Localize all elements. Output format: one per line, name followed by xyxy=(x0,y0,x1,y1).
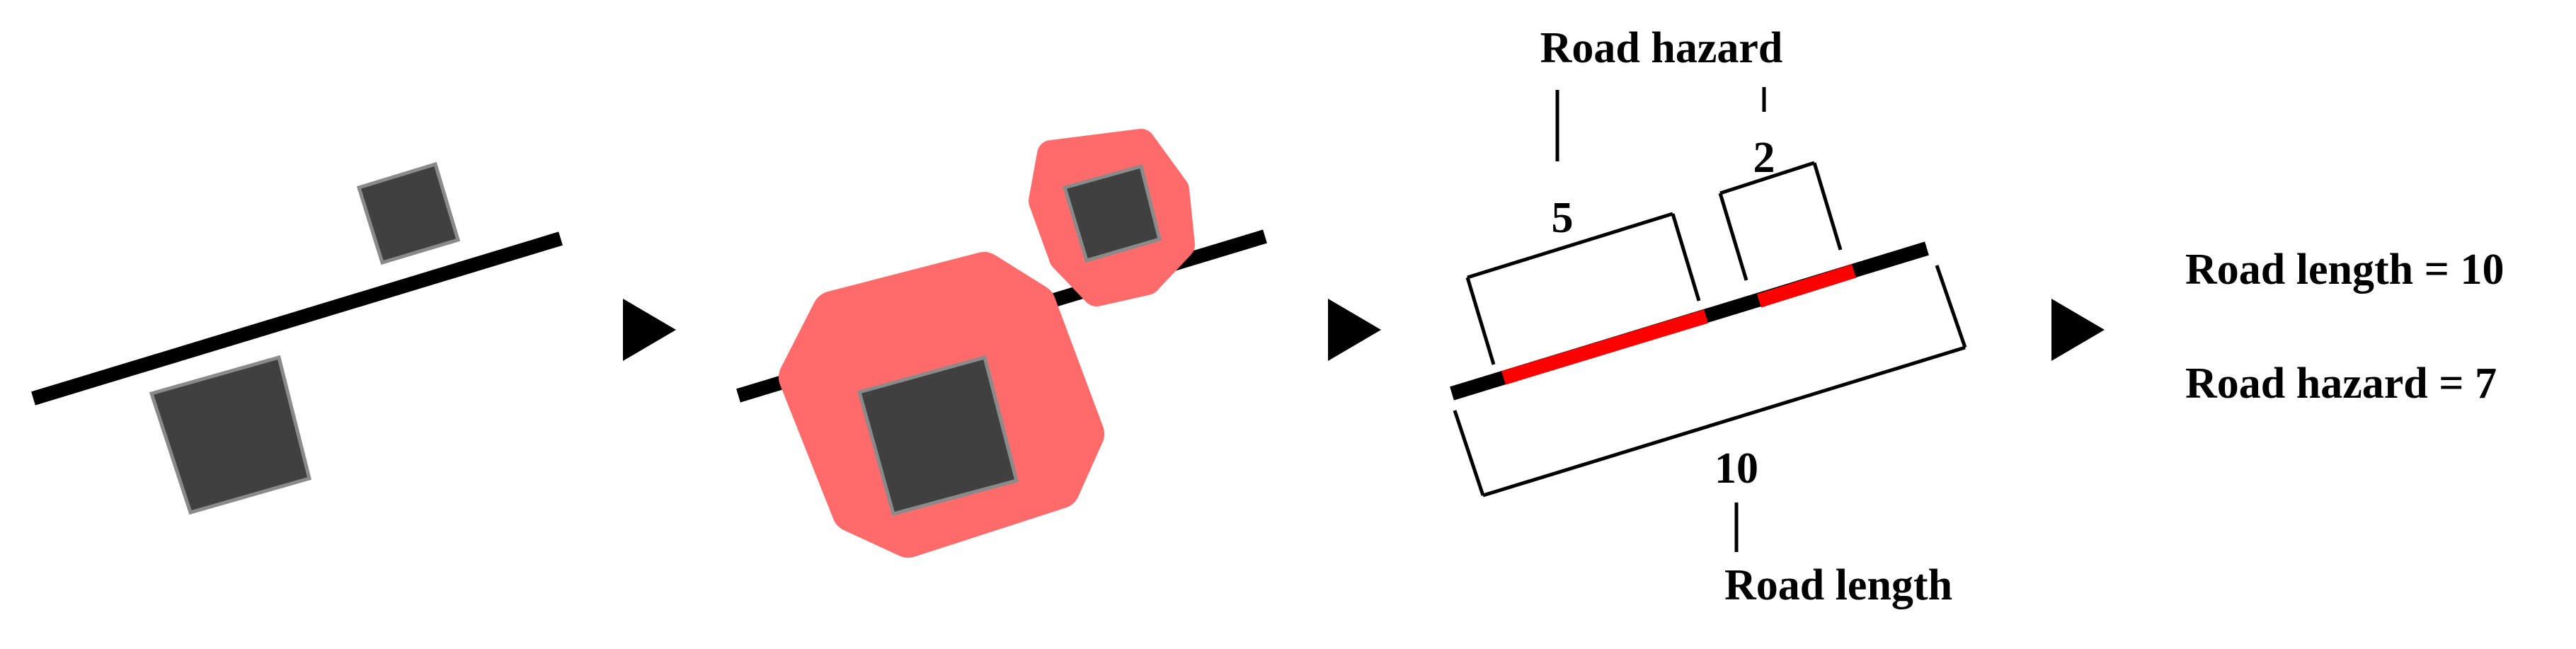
road-line xyxy=(31,231,563,406)
building-small-2 xyxy=(1062,163,1162,263)
bracket-segment-b xyxy=(1718,161,1843,281)
segment-a-value: 5 xyxy=(1552,194,1574,242)
arrow-3 xyxy=(2051,299,2105,361)
result-panel: Road length = 10 Road hazard = 7 xyxy=(2185,246,2504,408)
road-hazard-result: Road hazard = 7 xyxy=(2185,360,2497,408)
panel-2-buffers xyxy=(736,129,1267,558)
panel-3-measurement: Road hazard 5 2 10 Road length xyxy=(1450,24,1967,609)
bracket-total-length xyxy=(1453,265,1967,498)
hazard-segment-b xyxy=(1757,264,1856,308)
road-hazard-label: Road hazard xyxy=(1540,24,1783,72)
hazard-segment-a xyxy=(1501,309,1708,385)
panel-1-input xyxy=(31,161,563,515)
arrow-2 xyxy=(1328,299,1381,361)
building-large-2 xyxy=(857,355,1019,517)
building-large xyxy=(149,355,312,515)
total-length-value: 10 xyxy=(1715,444,1758,493)
bracket-segment-a xyxy=(1465,212,1701,365)
road-length-result: Road length = 10 xyxy=(2185,246,2504,294)
arrow-1 xyxy=(623,299,676,361)
building-small xyxy=(356,161,461,265)
segment-b-value: 2 xyxy=(1753,134,1775,182)
road-length-label: Road length xyxy=(1724,561,1952,609)
